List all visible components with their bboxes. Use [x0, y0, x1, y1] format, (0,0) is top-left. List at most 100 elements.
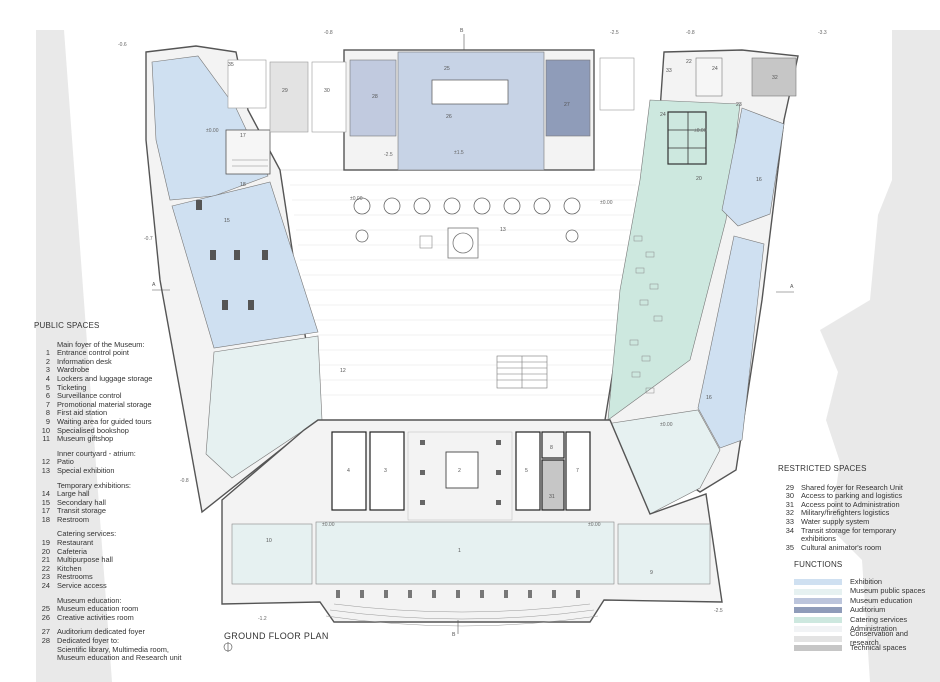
- legend-item-number: 22: [41, 563, 50, 573]
- north-room-29: [269, 61, 309, 133]
- legend-item-number: 28: [41, 636, 50, 645]
- room-5: [515, 431, 541, 511]
- legend-item-number: 33: [785, 516, 794, 526]
- function-color-swatch: [794, 645, 842, 652]
- south-room-9: [617, 523, 711, 585]
- legend-item-number: 23: [41, 572, 50, 582]
- legend-item-number: 1: [45, 348, 50, 358]
- atrium-floor-hatching: [290, 184, 636, 396]
- room-31: [541, 459, 565, 511]
- function-color-swatch: [794, 598, 842, 605]
- legend-item-label: Cultural animator's room: [801, 542, 882, 552]
- svg-text:25: 25: [444, 66, 450, 72]
- restricted-space-item: 35 Cultural animator's room: [778, 542, 938, 553]
- level-mark: ±0.00: [600, 200, 613, 206]
- svg-text:9: 9: [650, 570, 653, 576]
- east-room-32: [751, 57, 797, 97]
- svg-text:23: 23: [736, 102, 742, 108]
- room-numbers: 1 2 3 4 5 8 7 31 9 10 12 13 15 16 16 17 …: [224, 59, 778, 576]
- svg-text:5: 5: [525, 468, 528, 474]
- legend-item-number: 25: [41, 604, 50, 614]
- information-desk: [445, 451, 479, 489]
- legend-item-number: 9: [45, 416, 50, 426]
- public-space-item: 23 Restrooms: [34, 573, 234, 582]
- legend-item-number: 35: [785, 542, 794, 552]
- svg-text:3: 3: [384, 468, 387, 474]
- svg-text:30: 30: [324, 88, 330, 94]
- svg-text:16: 16: [756, 177, 762, 183]
- function-legend-item: Exhibition: [794, 576, 934, 587]
- legend-item-number: 18: [41, 514, 50, 524]
- east-catering-area: [607, 99, 741, 421]
- legend-item-number: 19: [41, 538, 50, 548]
- legend-item-label: Entrance control point: [57, 348, 129, 358]
- west-wing-piers: [196, 200, 268, 310]
- svg-text:22: 22: [686, 59, 692, 65]
- legend-item-number: 31: [785, 499, 794, 509]
- svg-text:24: 24: [712, 66, 718, 72]
- function-label: Catering services: [850, 614, 908, 624]
- legend-item-number: 12: [41, 457, 50, 467]
- legend-item-label: Secondary hall: [57, 497, 106, 507]
- legend-item-number: 34: [785, 525, 794, 535]
- function-label: Exhibition: [850, 576, 883, 586]
- section-marker-a-east: A: [776, 284, 794, 293]
- svg-text:10: 10: [266, 538, 272, 544]
- svg-text:A: A: [790, 284, 794, 290]
- function-label: Administration: [850, 623, 897, 633]
- legend-item-number: 20: [41, 546, 50, 556]
- svg-text:2: 2: [458, 468, 461, 474]
- level-mark: ±0.00: [660, 422, 673, 428]
- legend-item-label: Restrooms: [57, 572, 93, 582]
- level-mark: ±0.00: [350, 196, 363, 202]
- function-color-swatch: [794, 607, 842, 614]
- room-8: [541, 431, 565, 459]
- east-wing-tables: [629, 235, 663, 394]
- svg-text:16: 16: [706, 395, 712, 401]
- function-color-swatch: [794, 588, 842, 595]
- svg-text:B: B: [452, 632, 456, 638]
- function-legend-item: Museum public spaces: [794, 587, 934, 596]
- section-marker-a-west: A: [152, 282, 170, 291]
- level-mark: -2.5: [384, 152, 393, 158]
- legend-item-label: Restaurant: [57, 538, 94, 548]
- svg-text:29: 29: [282, 88, 288, 94]
- plan-title: GROUND FLOOR PLAN: [224, 631, 329, 641]
- svg-text:15: 15: [224, 218, 230, 224]
- entrance-steps: [325, 603, 599, 627]
- legend-item-number: 26: [41, 612, 50, 622]
- legend-item-label: Military/firefighters logistics: [801, 508, 890, 518]
- legend-item-number: 8: [45, 408, 50, 418]
- legend-item-number: 32: [785, 508, 794, 518]
- function-legend-item: Conservation and research: [794, 629, 934, 646]
- north-room-27: [545, 59, 591, 137]
- legend-item-number: 5: [45, 382, 50, 392]
- svg-text:35: 35: [228, 62, 234, 68]
- legend-group-title: Temporary exhibitions:: [57, 480, 131, 490]
- level-mark: -0.8: [324, 30, 333, 36]
- legend-item-label: Multipurpose hall: [57, 555, 113, 565]
- legend-group-title: Inner courtyard - atrium:: [57, 448, 136, 458]
- legend-item-number: 15: [41, 497, 50, 507]
- svg-text:20: 20: [696, 176, 702, 182]
- svg-text:17: 17: [240, 133, 246, 139]
- function-legend-item: Museum education: [794, 596, 934, 605]
- legend-group-title: Main foyer of the Museum:: [57, 339, 145, 349]
- legend-item-label: Kitchen: [57, 563, 82, 573]
